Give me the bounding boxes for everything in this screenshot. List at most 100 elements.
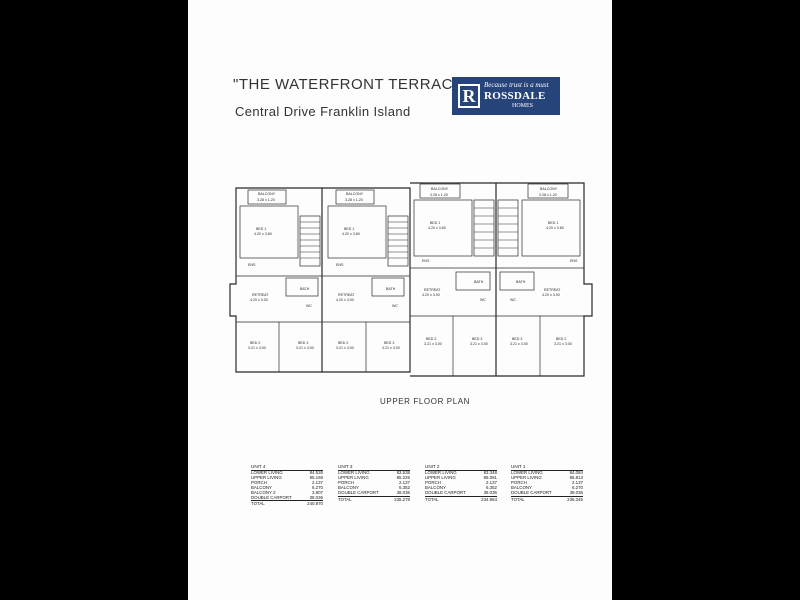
table-row: BALCONY 6.270 xyxy=(511,484,583,491)
room-label-wc: WC xyxy=(392,304,398,308)
room-label-bath: BATH xyxy=(300,287,310,291)
table-row: DOUBLE CARPORT 38.036 xyxy=(338,489,410,496)
room-size-bed1: 4.20 x 3.60 xyxy=(342,232,360,236)
row-value: 6.270 xyxy=(312,484,323,490)
room-size-balcony: 3.28 x 1.20 xyxy=(539,193,557,197)
row-value: 38.036 xyxy=(309,494,323,500)
room-size-bed1: 4.20 x 3.60 xyxy=(254,232,272,236)
room-labels: BALCONY 3.28 x 1.20 BED 1 4.20 x 3.60 EN… xyxy=(248,187,578,350)
room-size-retreat: 4.20 x 3.00 xyxy=(250,298,268,302)
row-label: UPPER LIVING xyxy=(511,474,542,480)
schedule-unit-name: UNIT 1 xyxy=(511,464,526,469)
room-label-bed1: BED 1 xyxy=(430,221,440,225)
table-row: BALCONY 6.270 xyxy=(251,484,323,491)
room-label-bed3: BED 3 xyxy=(512,337,522,341)
room-size-bed1: 4.20 x 3.60 xyxy=(428,226,446,230)
row-label: UPPER LIVING xyxy=(425,474,456,480)
row-value: 84.084 xyxy=(569,470,583,475)
table-row: UPPER LIVING 95.169 xyxy=(251,474,323,481)
row-label: BALCONY xyxy=(425,484,446,490)
row-label: PORCH xyxy=(338,479,354,485)
room-label-bath: BATH xyxy=(474,280,484,284)
room-size-retreat: 4.20 x 3.00 xyxy=(336,298,354,302)
room-label-retreat: RETREAT xyxy=(338,293,355,297)
row-label: UPPER LIVING xyxy=(338,474,369,480)
total-label: TOTAL xyxy=(511,495,563,503)
room-label-retreat: RETREAT xyxy=(424,288,441,292)
total-label: TOTAL xyxy=(338,495,390,503)
room-label-bath: BATH xyxy=(386,287,396,291)
row-value: 85.225 xyxy=(396,474,410,480)
row-label: BALCONY xyxy=(511,484,532,490)
room-label-ens: ENS xyxy=(336,263,344,267)
row-value: 2.137 xyxy=(572,479,583,485)
row-value: 2.137 xyxy=(486,479,497,485)
table-row: LOWER LIVING 84.526 xyxy=(251,470,323,476)
outer-walls xyxy=(229,182,593,377)
row-label: LOWER LIVING xyxy=(338,470,370,475)
total-label: TOTAL xyxy=(425,495,477,503)
logo-brand: ROSSDALE xyxy=(484,90,546,102)
total-value: 236.345 xyxy=(562,495,583,503)
room-size-bed3: 3.21 x 3.00 xyxy=(510,342,528,346)
room-label-balcony: BALCONY xyxy=(540,187,558,191)
row-value: 38.036 xyxy=(396,489,410,495)
room-size-balcony: 3.28 x 1.20 xyxy=(430,193,448,197)
row-label: BALCONY xyxy=(251,484,272,490)
schedule-unit-name: UNIT 4 xyxy=(251,464,266,469)
row-label: DOUBLE CARPORT xyxy=(338,489,379,495)
row-value: 95.169 xyxy=(309,474,323,480)
row-value: 84.526 xyxy=(309,470,323,475)
logo-tagline: Because trust is a must xyxy=(484,81,549,89)
rossdale-logo: R Because trust is a must ROSSDALE HOMES xyxy=(452,77,560,115)
room-size-bed1: 4.20 x 3.60 xyxy=(546,226,564,230)
room-label-balcony: BALCONY xyxy=(431,187,449,191)
room-label-balcony: BALCONY xyxy=(258,192,276,196)
row-label: LOWER LIVING xyxy=(251,470,283,475)
room-label-wc: WC xyxy=(306,304,312,308)
room-label-bed1: BED 1 xyxy=(344,227,354,231)
row-label: DOUBLE CARPORT xyxy=(251,494,292,500)
page-title: "THE WATERFRONT TERRACES" xyxy=(233,76,480,93)
row-label: UPPER LIVING xyxy=(251,474,282,480)
room-size-retreat: 4.20 x 3.00 xyxy=(422,293,440,297)
schedule-table: LOWER LIVING 84.526 UPPER LIVING 95.169 PO… xyxy=(251,470,323,508)
room-label-bed2: BED 2 xyxy=(338,341,348,345)
total-value: 235.278 xyxy=(389,495,410,503)
logo-sub: HOMES xyxy=(512,103,534,109)
room-label-wc: WC xyxy=(510,298,516,302)
room-label-ens: ENS xyxy=(570,259,578,263)
row-label: PORCH xyxy=(425,479,441,485)
table-row: PORCH 2.137 xyxy=(425,479,497,486)
row-value: 6.270 xyxy=(572,484,583,490)
room-size-retreat: 4.20 x 3.00 xyxy=(542,293,560,297)
logo-monogram: R xyxy=(458,84,480,108)
row-label: PORCH xyxy=(511,479,527,485)
interior-walls xyxy=(236,183,584,376)
schedule-unit-name: UNIT 3 xyxy=(338,464,353,469)
table-row: PORCH 2.137 xyxy=(511,479,583,486)
room-size-bed2: 3.21 x 3.00 xyxy=(424,342,442,346)
row-label: BALCONY xyxy=(338,484,359,490)
room-label-bed1: BED 1 xyxy=(256,227,266,231)
